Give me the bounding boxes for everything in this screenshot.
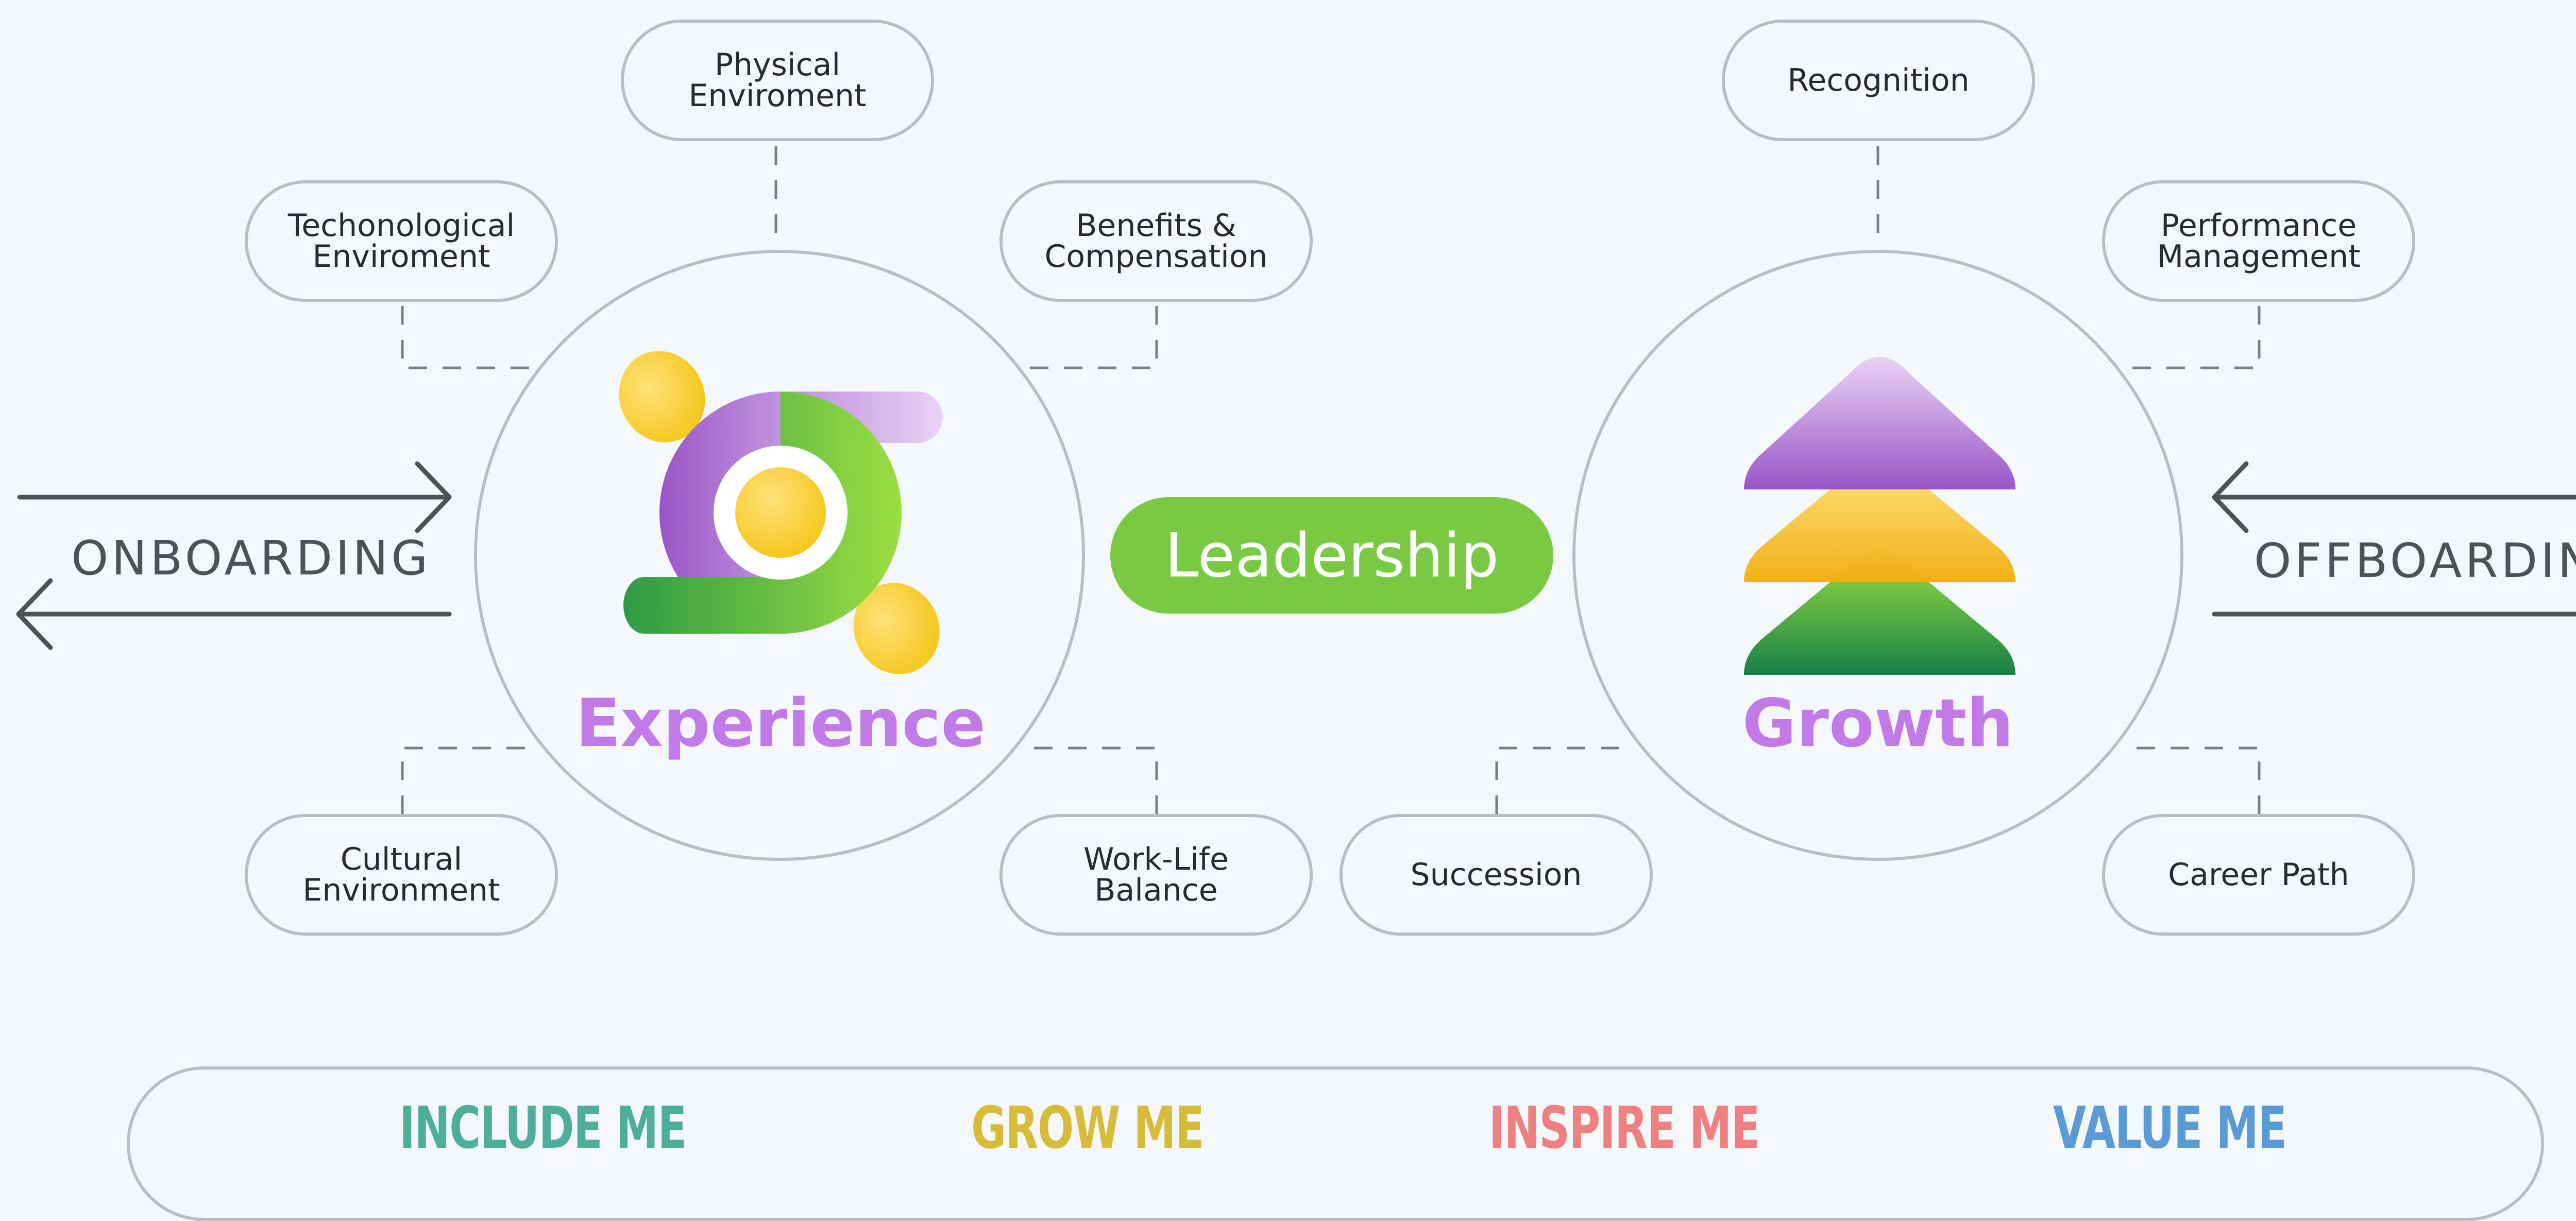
connector-benefits — [1025, 306, 1158, 369]
connector-technological — [401, 306, 536, 369]
talent-lifecycle-diagram: ONBOARDING OFFBOARDING Experience Physi — [16, 20, 2576, 1221]
category-cultural-environment[interactable]: Cultural Environment — [245, 814, 558, 936]
category-work-life-balance[interactable]: Work-Life Balance — [999, 814, 1313, 936]
offboarding-arrow-out — [2212, 612, 2576, 617]
category-technological-environment[interactable]: Techonological Enviroment — [245, 180, 558, 302]
connectors-layer — [16, 146, 2576, 814]
experience-swirl-icon — [619, 351, 943, 674]
connector-worklife — [1025, 747, 1158, 814]
onboarding-arrow-in — [17, 461, 452, 533]
onboarding-arrow-out — [16, 578, 452, 650]
motto-value-me: VALUE ME — [2053, 1095, 2287, 1162]
connector-career — [2128, 747, 2261, 814]
leadership-badge: Leadership — [1110, 497, 1553, 614]
connector-succession — [1495, 747, 1628, 814]
growth-title: Growth — [1742, 685, 2014, 762]
motto-include-me: INCLUDE ME — [399, 1095, 687, 1162]
experience-circle — [474, 250, 1085, 861]
connector-performance — [2128, 306, 2261, 369]
category-performance-management[interactable]: Performance Management — [2102, 180, 2415, 302]
category-recognition[interactable]: Recognition — [1722, 20, 2035, 141]
motto-inspire-me: INSPIRE ME — [1489, 1095, 1760, 1162]
growth-mountain-layers-icon — [1744, 357, 2015, 675]
onboarding-label: ONBOARDING — [71, 531, 431, 586]
offboarding-label: OFFBOARDING — [2254, 533, 2576, 588]
category-career-path[interactable]: Career Path — [2102, 814, 2415, 936]
offboarding-arrow-in — [2212, 461, 2576, 533]
growth-circle — [1572, 250, 2183, 861]
motto-grow-me: GROW ME — [971, 1095, 1205, 1162]
category-benefits-compensation[interactable]: Benefits & Compensation — [999, 180, 1313, 302]
category-physical-environment[interactable]: Physical Enviroment — [621, 20, 934, 141]
experience-title: Experience — [575, 685, 986, 762]
category-succession[interactable]: Succession — [1340, 814, 1653, 936]
